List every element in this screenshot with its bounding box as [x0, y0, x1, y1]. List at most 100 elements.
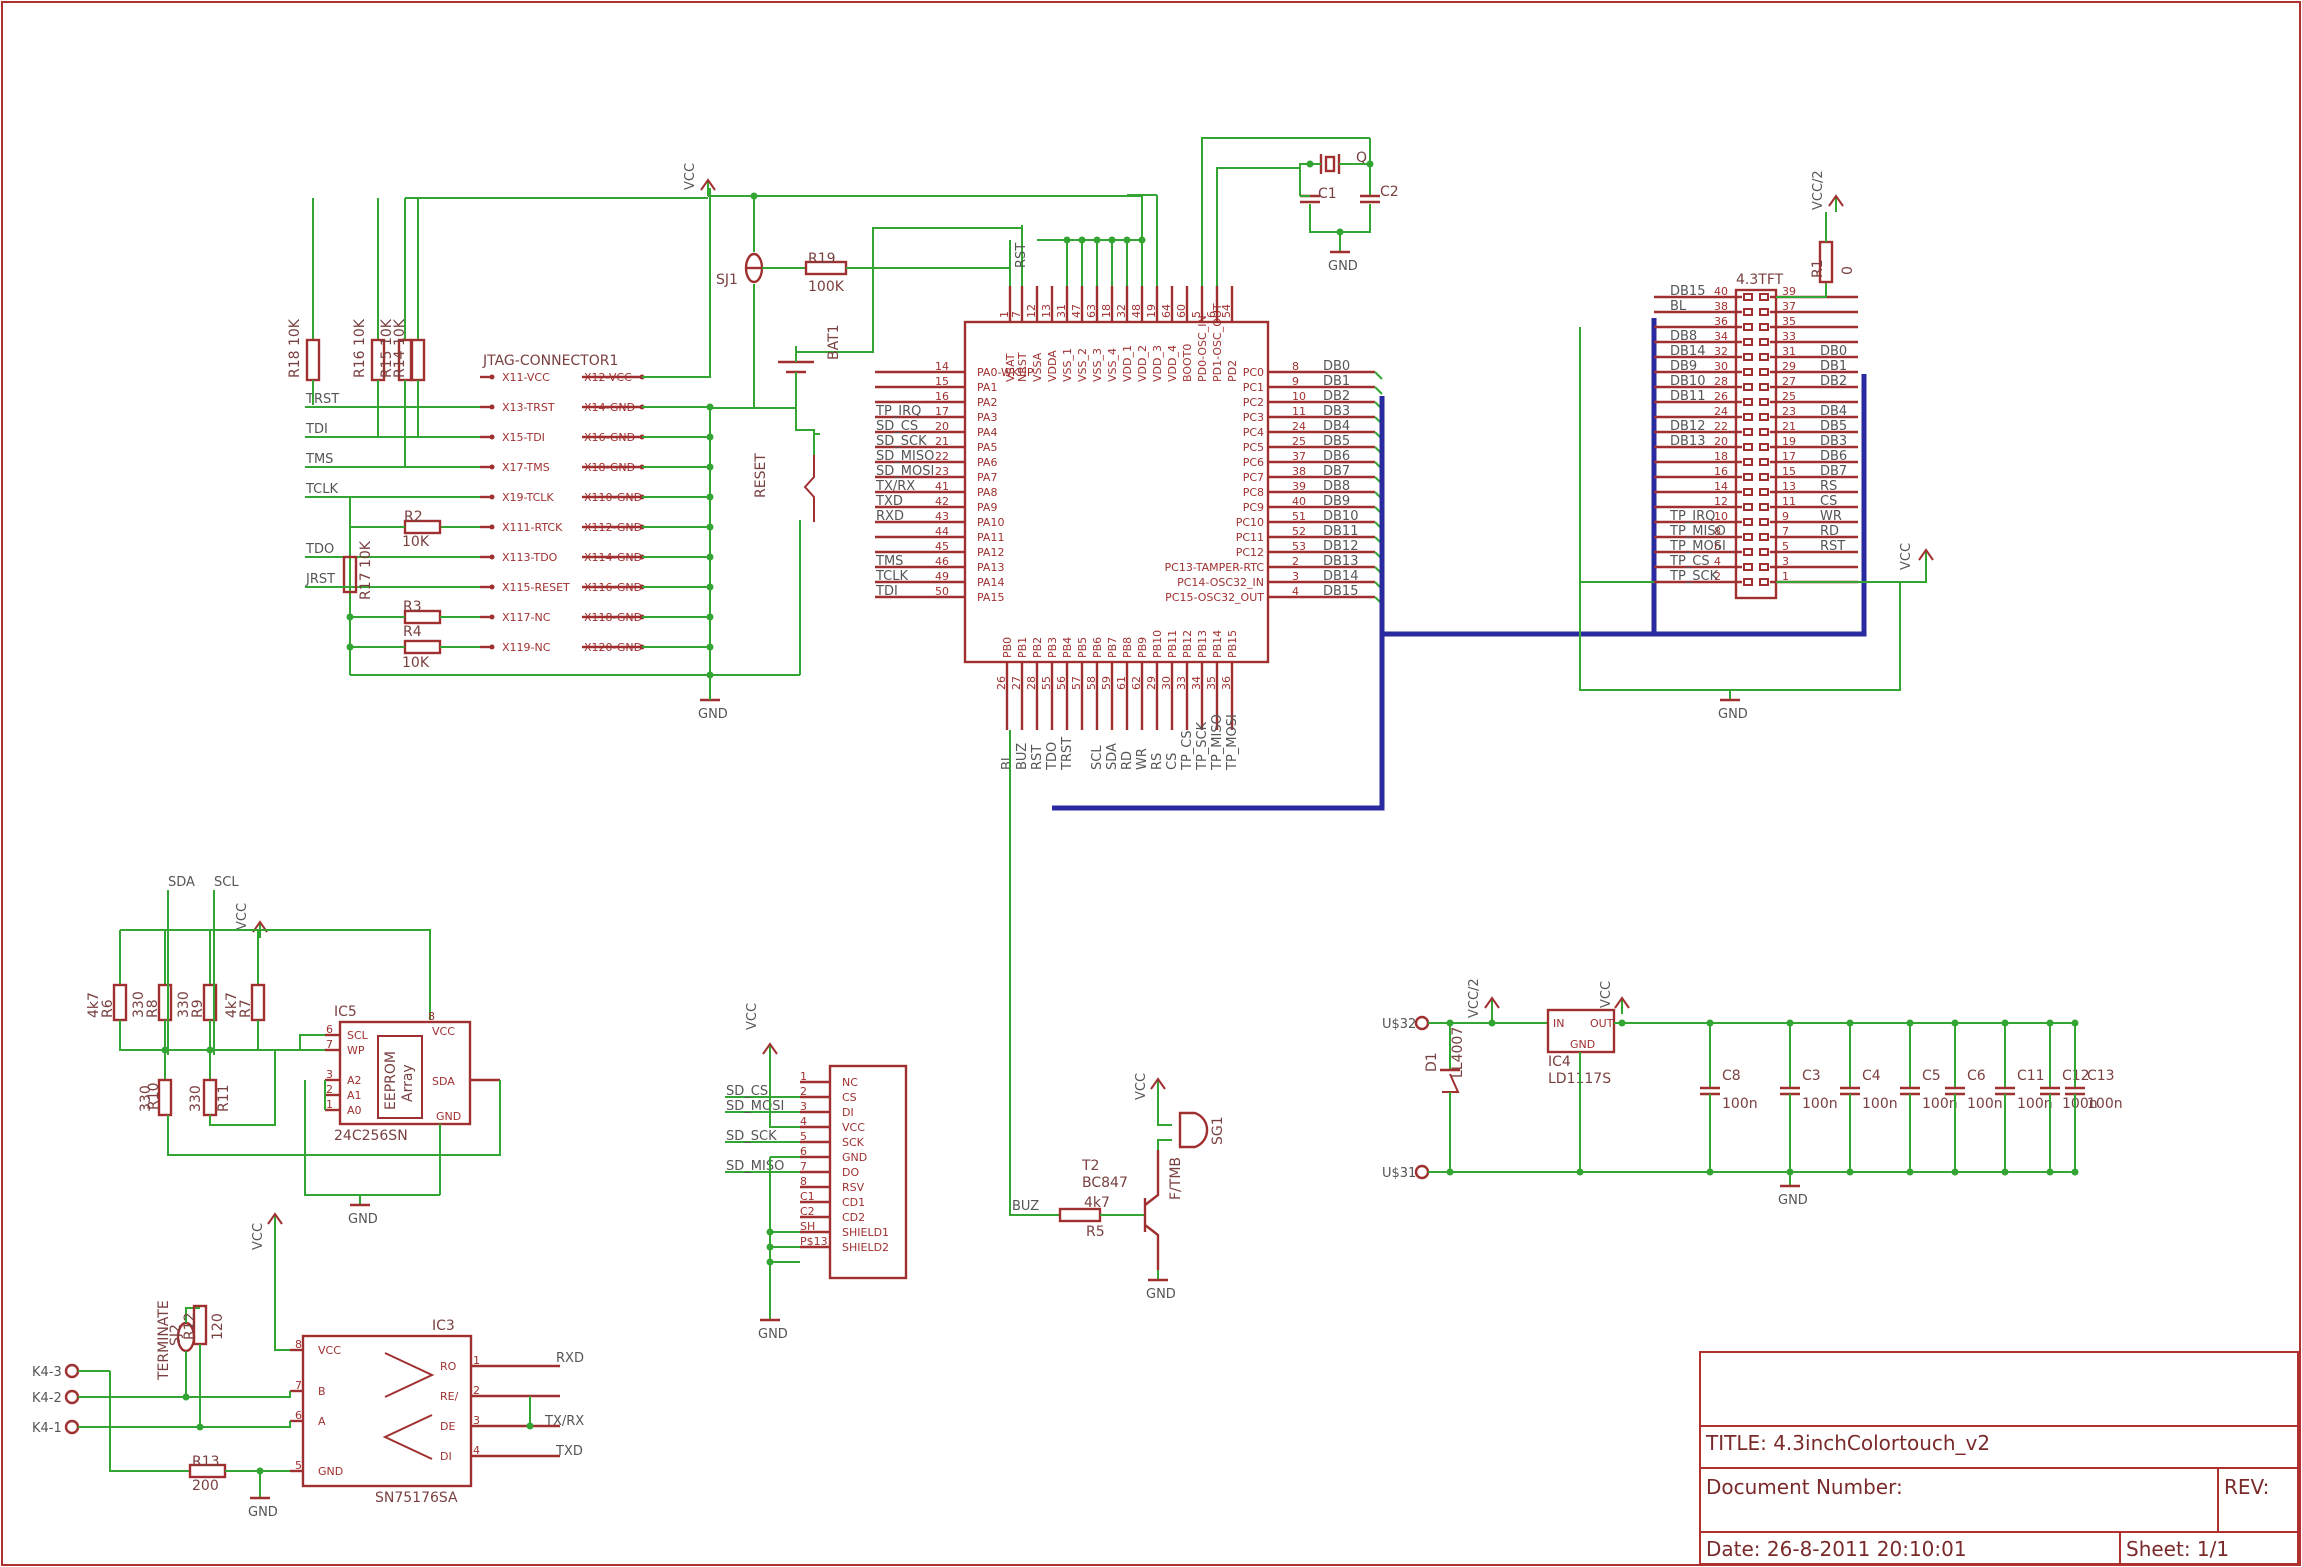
- junction-dot: [1951, 1168, 1959, 1176]
- mcu-right-pin-name: PC12: [1236, 546, 1264, 559]
- mcu-bottom-pin-num: 29: [1145, 676, 1158, 690]
- mcu-left-pin-name: PA3: [977, 411, 997, 424]
- sd-pin-name: DO: [842, 1166, 859, 1179]
- tft-pin-pad: [1759, 578, 1769, 586]
- junction-dot: [706, 613, 714, 621]
- r19-value: 100K: [808, 279, 845, 295]
- tft-left-net: TP_MOSI: [1669, 539, 1726, 554]
- junction-dot: [2071, 1019, 2079, 1027]
- mcu-bottom-net: RST: [1030, 745, 1045, 770]
- jtag-net: TDI: [305, 422, 328, 437]
- sd-pin-num: 8: [800, 1175, 807, 1188]
- sd-pin-num: 7: [800, 1160, 807, 1173]
- junction-dot: [346, 643, 354, 651]
- rs485-vcc: VCC: [251, 1223, 266, 1250]
- mcu-bottom-pin-name: PB13: [1196, 630, 1209, 658]
- document-number: Document Number:: [1706, 1475, 1903, 1499]
- junction-dot: [706, 643, 714, 651]
- ic5-pin-num: 7: [326, 1038, 333, 1051]
- vcc2-label: VCC/2: [1811, 170, 1826, 210]
- r1-value: 0: [1840, 266, 1856, 275]
- ic4-pin: IN: [1553, 1017, 1564, 1030]
- wire: [120, 929, 431, 1020]
- mcu-left-pin-num: 20: [935, 420, 949, 433]
- ic5-pin-name: A1: [347, 1089, 362, 1102]
- tft-left-net: DB11: [1670, 389, 1705, 404]
- tft-left-num: 26: [1714, 390, 1728, 403]
- mcu-right-pin-name: PC11: [1236, 531, 1264, 544]
- wire: [109, 1371, 190, 1472]
- mcu-bottom-pin-num: 62: [1130, 676, 1143, 690]
- sd-net: SD_MISO: [726, 1159, 784, 1174]
- tft-pin-pad: [1759, 548, 1769, 556]
- tft-left-num: 4: [1714, 555, 1721, 568]
- t2-emitter: [1144, 1224, 1160, 1270]
- mcu-top-pin-num: 64: [1160, 304, 1173, 318]
- mcu-right-pin-name: PC5: [1243, 441, 1264, 454]
- ic3-pin-num: 6: [295, 1409, 302, 1422]
- mcu-left-net: SD_MISO: [876, 449, 934, 464]
- mcu-top-pin-name: NRST: [1016, 352, 1029, 382]
- receiver-triangle: [384, 1352, 435, 1398]
- junction-dot: [1446, 1168, 1454, 1176]
- mcu-right-pin-name: PC0: [1243, 366, 1264, 379]
- ic5-body: [338, 1020, 472, 1126]
- mcu-right-pin-num: 37: [1292, 450, 1306, 463]
- wire: [1009, 730, 1060, 1216]
- wire: [1157, 1139, 1172, 1150]
- mcu-left-net: RXD: [876, 509, 904, 524]
- mcu-top-pin-num: 5: [1190, 311, 1203, 318]
- tft-right-net: DB2: [1820, 374, 1847, 389]
- sd-card-socket: NC1CS2SD_CSDI3SD_MOSIVCC4SCK5SD_SCKGND6D…: [725, 1003, 908, 1342]
- jtag-pin-dot: [489, 554, 495, 560]
- tft-left-net: TP_IRQ: [1669, 509, 1715, 524]
- ic5-pin-name: VCC: [432, 1025, 455, 1038]
- mcu-bottom-net: TP_SCK: [1195, 721, 1210, 771]
- txd-net: TXD: [555, 1444, 583, 1459]
- tft-pin-pad: [1759, 503, 1769, 511]
- mcu-top-pin-name: VDD_4: [1166, 345, 1179, 382]
- nrst-net: RST: [1014, 243, 1029, 268]
- mcu-left-pin-num: 46: [935, 555, 949, 568]
- jtag-left-pin: X117-NC: [502, 611, 551, 624]
- tft-pin-pad: [1759, 383, 1769, 391]
- bus-entry: [1374, 371, 1383, 380]
- tft-right-num: 39: [1782, 285, 1796, 298]
- tft-right-net: DB4: [1820, 404, 1847, 419]
- gnd-label: GND: [1146, 1287, 1176, 1302]
- tft-left-net: DB14: [1670, 344, 1705, 359]
- resistor-body: [202, 1078, 218, 1117]
- mcu-bottom-pin-num: 30: [1160, 676, 1173, 690]
- terminal-label: K4-2: [32, 1391, 62, 1406]
- buzzer-sg1: [1178, 1111, 1209, 1149]
- junction-dot: [1108, 236, 1116, 244]
- mcu-top-pin-num: 60: [1175, 304, 1188, 318]
- terminal-label: K4-1: [32, 1421, 62, 1436]
- mcu-top-pin-name: VSS_2: [1076, 348, 1089, 382]
- jtag-pin-dot: [489, 494, 495, 500]
- mcu-left-pin-name: PA7: [977, 471, 997, 484]
- mcu-left-pin-num: 44: [935, 525, 949, 538]
- vcc-symbol: [1614, 996, 1630, 1009]
- sd-pin-name: SHIELD2: [842, 1241, 889, 1254]
- junction-dot: [1078, 236, 1086, 244]
- eeprom-vcc: VCC: [235, 903, 250, 930]
- junction-dot: [2046, 1019, 2054, 1027]
- jtag-left-pin: X119-NC: [502, 641, 551, 654]
- mcu-left-net: SD_SCK: [876, 434, 927, 449]
- tft-left-num: 20: [1714, 435, 1728, 448]
- mcu-bottom-pin-num: 36: [1220, 676, 1233, 690]
- mcu-left-net: SD_MOSI: [876, 464, 934, 479]
- tft-pin-pad: [1743, 368, 1753, 376]
- tft-left-num: 34: [1714, 330, 1728, 343]
- mcu-bottom-pin-num: 59: [1100, 676, 1113, 690]
- mcu-left-pin-num: 49: [935, 570, 949, 583]
- wire: [1216, 163, 1301, 286]
- t2-name: T2: [1081, 1158, 1099, 1174]
- jtag-pin-dot: [489, 404, 495, 410]
- tft-left-num: 10: [1714, 510, 1728, 523]
- reset-switch: [803, 455, 815, 522]
